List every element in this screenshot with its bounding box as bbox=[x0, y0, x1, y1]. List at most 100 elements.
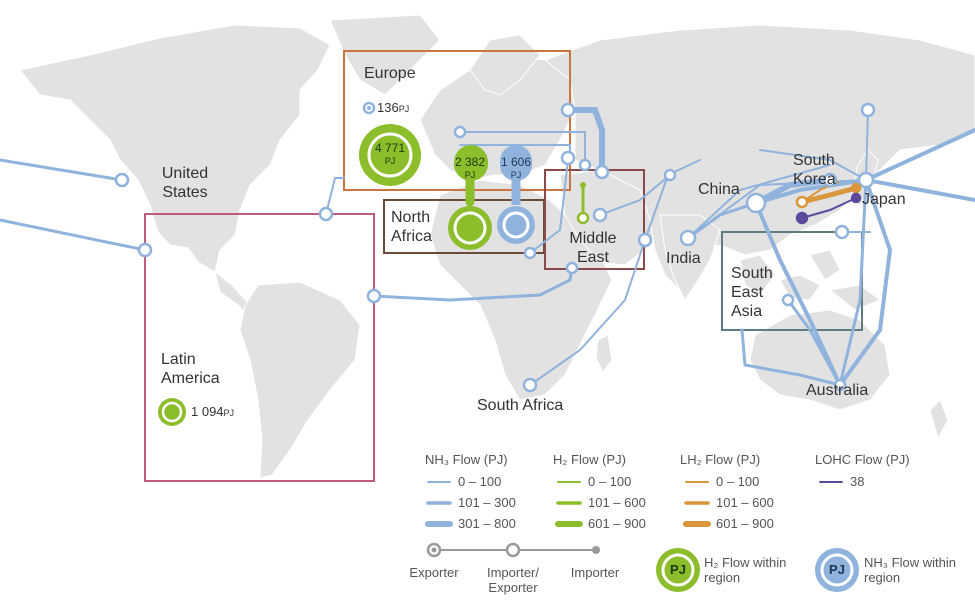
label-south-korea: South Korea bbox=[793, 152, 836, 188]
node-europe-top bbox=[560, 102, 576, 118]
legend-lohc-item-1: 38 bbox=[850, 474, 865, 489]
legend-nh3-item-3: 301 – 800 bbox=[458, 516, 516, 531]
legend-nh3-item-2: 101 – 300 bbox=[458, 495, 516, 510]
land-new-zealand bbox=[929, 399, 949, 440]
node-europe-mid bbox=[560, 150, 576, 166]
flow-middle-east-na bbox=[529, 159, 569, 254]
node-lh2-1 bbox=[795, 195, 809, 209]
land-australia bbox=[749, 309, 891, 411]
europe-box bbox=[343, 50, 571, 191]
node-latam-west bbox=[137, 242, 153, 258]
land-greenland bbox=[329, 14, 441, 96]
node-europe-right2 bbox=[594, 164, 610, 180]
node-middle-east-3 bbox=[565, 261, 579, 275]
label-europe: Europe bbox=[364, 65, 416, 82]
node-middle-east-1 bbox=[592, 207, 608, 223]
label-south-africa: South Africa bbox=[477, 397, 564, 414]
node-south-africa bbox=[522, 377, 538, 393]
land-madagascar bbox=[595, 334, 613, 373]
legend-exporter: Exporter bbox=[409, 565, 459, 580]
flow-australia-sk bbox=[838, 178, 868, 387]
regional-circles bbox=[158, 101, 535, 426]
node-japan bbox=[857, 171, 875, 189]
flow-china-japan bbox=[754, 178, 868, 205]
legend-nh3-item-1: 0 – 100 bbox=[458, 474, 502, 489]
legend-h2-pj: PJ bbox=[670, 562, 686, 577]
flow-japan-east bbox=[864, 178, 975, 202]
legend-importer-exporter: Importer/ Exporter bbox=[486, 565, 539, 595]
legend-h2-item-1: 0 – 100 bbox=[588, 474, 632, 489]
node-lh2-2 bbox=[850, 182, 862, 194]
legend-h2-item-3: 601 – 900 bbox=[588, 516, 646, 531]
lh2-nodes bbox=[795, 182, 862, 225]
flow-latam-west bbox=[0, 218, 147, 252]
label-north-africa: North Africa bbox=[391, 209, 432, 245]
flow-latam-middle-east bbox=[372, 266, 574, 302]
flow-us-west bbox=[0, 158, 124, 182]
node-europe-right bbox=[578, 158, 592, 172]
latin-america-box bbox=[144, 213, 375, 482]
land-south-america bbox=[239, 281, 361, 479]
node-europe-west bbox=[453, 125, 467, 139]
flow-lohc bbox=[801, 197, 857, 219]
label-australia: Australia bbox=[806, 382, 869, 399]
flow-australia-sea bbox=[740, 328, 842, 387]
region-boxes bbox=[144, 50, 863, 482]
node-na bbox=[523, 246, 537, 260]
label-united-states: United States bbox=[161, 165, 209, 201]
middle-east-box bbox=[544, 169, 645, 270]
label-india: India bbox=[666, 250, 701, 267]
legend-lh2-item-1: 0 – 100 bbox=[716, 474, 760, 489]
latam-h2-value: 1 094PJ bbox=[191, 404, 235, 419]
flow-australia-japan bbox=[838, 178, 893, 387]
nh3-nodes bbox=[114, 102, 876, 393]
label-japan: Japan bbox=[862, 191, 906, 208]
node-lohc-1 bbox=[795, 211, 809, 225]
europe-nh3-value: 136PJ bbox=[377, 100, 410, 115]
legend-lh2-item-3: 601 – 900 bbox=[716, 516, 774, 531]
legend-h2-title: H₂ Flow (PJ) bbox=[553, 452, 626, 467]
na-h2-capsule bbox=[454, 145, 488, 181]
flow-middle-east-europe-1 bbox=[565, 107, 605, 175]
legend-nh3-within: NH₃ Flow within region bbox=[864, 555, 956, 585]
label-china: China bbox=[698, 181, 740, 198]
node-middle-east-2 bbox=[637, 232, 653, 248]
node-india bbox=[679, 229, 697, 247]
land-masses bbox=[19, 14, 975, 479]
flow-sk-west bbox=[759, 149, 867, 181]
node-us bbox=[114, 172, 130, 188]
legend-h2-item-2: 101 – 600 bbox=[588, 495, 646, 510]
land-asia bbox=[543, 24, 975, 291]
flow-india-sk bbox=[687, 164, 831, 239]
legend-lohc-title: LOHC Flow (PJ) bbox=[815, 452, 910, 467]
node-latam-east bbox=[366, 288, 382, 304]
node-sea bbox=[834, 224, 850, 240]
land-se-asia bbox=[739, 249, 882, 311]
node-sea-2 bbox=[781, 293, 795, 307]
flow-sea-australia bbox=[786, 298, 842, 387]
label-latin-america: Latin America bbox=[161, 351, 220, 387]
flow-middle-east-europe-2 bbox=[459, 131, 586, 166]
node-us-europe bbox=[318, 206, 334, 222]
flow-middle-east-india bbox=[599, 174, 671, 216]
flow-south-africa-middle-east bbox=[529, 239, 646, 386]
node-middle-east-4 bbox=[663, 168, 677, 182]
legend-lh2-title: LH₂ Flow (PJ) bbox=[680, 452, 761, 467]
legend-importer: Importer bbox=[570, 565, 620, 580]
legend-lines bbox=[425, 481, 859, 592]
label-south-east-asia: South East Asia bbox=[731, 265, 773, 320]
node-middle-east-h2 bbox=[576, 211, 590, 225]
node-japan-north bbox=[860, 102, 876, 118]
node-middle-east-h2-top bbox=[580, 182, 586, 188]
flow-us-europe bbox=[325, 177, 345, 215]
flow-japan-north bbox=[865, 109, 869, 181]
flow-australia-china bbox=[754, 201, 842, 387]
node-australia bbox=[833, 378, 847, 392]
legend-nh3-pj: PJ bbox=[829, 562, 845, 577]
legend-h2-within: H₂ Flow within region bbox=[704, 555, 787, 585]
flow-sk-east bbox=[864, 128, 975, 182]
